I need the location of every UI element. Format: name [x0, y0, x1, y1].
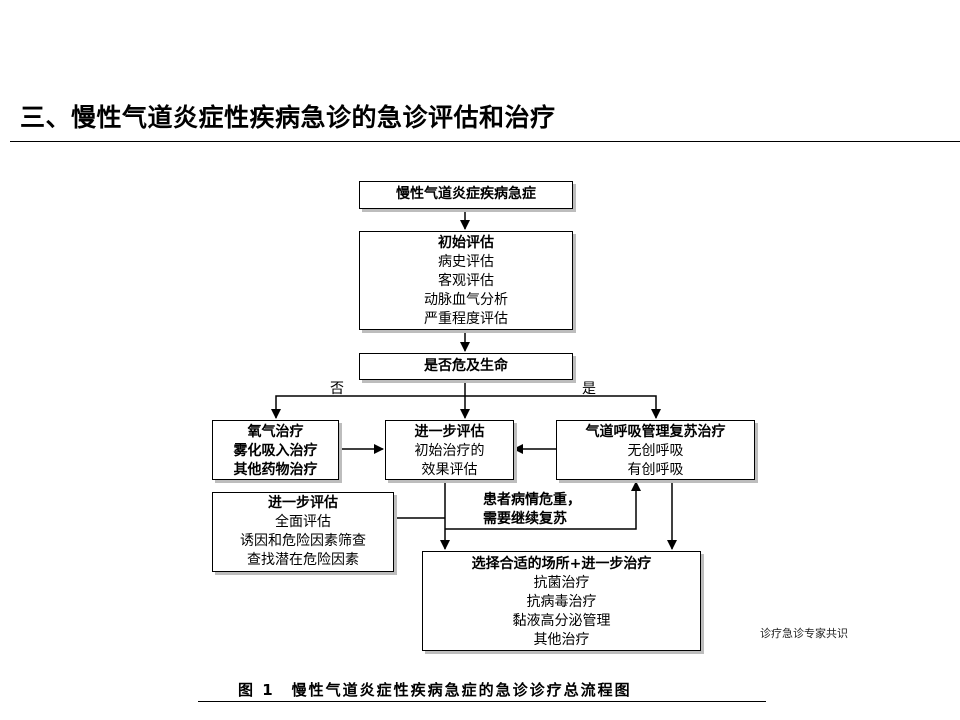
initial-assessment-heading: 初始评估	[438, 235, 494, 251]
further-evaluation-item: 诱因和危险因素筛查	[240, 533, 366, 549]
decision-label: 是否危及生命	[424, 358, 508, 374]
initial-assessment-box: 初始评估 病史评估 客观评估 动脉血气分析 严重程度评估	[359, 231, 573, 330]
final-treatment-item: 黏液高分泌管理	[512, 613, 611, 629]
arrow-yes-branch	[465, 395, 661, 419]
airway-resuscitation-heading: 气道呼吸管理复苏治疗	[585, 424, 726, 440]
start-box-label: 慢性气道炎症疾病急症	[396, 186, 536, 202]
response-evaluation-item: 初始治疗的	[414, 443, 485, 459]
final-treatment-heading: 选择合适的场所+进一步治疗	[471, 556, 652, 572]
critical-note-line: 患者病情危重，	[483, 492, 581, 508]
airway-resuscitation-item: 无创呼吸	[627, 443, 684, 459]
further-evaluation-heading: 进一步评估	[268, 495, 338, 511]
response-evaluation-box: 进一步评估 初始治疗的 效果评估	[385, 420, 514, 480]
initial-item: 严重程度评估	[424, 311, 508, 327]
no-branch-label: 否	[330, 381, 344, 397]
decision-box: 是否危及生命	[359, 353, 573, 380]
further-evaluation-box: 进一步评估 全面评估 诱因和危险因素筛查 查找潜在危险因素	[212, 492, 394, 572]
critical-note: 患者病情危重， 需要继续复苏	[483, 491, 581, 529]
initial-item: 病史评估	[438, 254, 494, 270]
airway-resuscitation-item: 有创呼吸	[627, 462, 684, 478]
source-note: 诊疗急诊专家共识	[760, 627, 848, 640]
response-evaluation-item: 效果评估	[421, 462, 478, 478]
critical-note-line: 需要继续复苏	[483, 511, 567, 527]
start-box: 慢性气道炎症疾病急症	[359, 181, 573, 209]
final-treatment-item: 抗菌治疗	[533, 575, 590, 591]
slide-title: 三、慢性气道炎症性疾病急诊的急诊评估和治疗	[20, 103, 556, 132]
treatment-item: 其他药物治疗	[233, 462, 318, 478]
treatment-item: 氧气治疗	[247, 424, 304, 440]
further-evaluation-item: 全面评估	[275, 514, 331, 530]
treatment-item: 雾化吸入治疗	[233, 443, 318, 459]
initial-item: 动脉血气分析	[424, 292, 508, 308]
further-evaluation-item: 查找潜在危险因素	[247, 552, 359, 568]
yes-branch-label: 是	[582, 381, 596, 397]
figure-caption-text: 图 1 慢性气道炎症性疾病急症的急诊诊疗总流程图	[238, 681, 632, 699]
final-treatment-item: 抗病毒治疗	[526, 594, 597, 610]
final-treatment-box: 选择合适的场所+进一步治疗 抗菌治疗 抗病毒治疗 黏液高分泌管理 其他治疗	[422, 551, 701, 651]
initial-item: 客观评估	[438, 273, 494, 289]
final-treatment-item: 其他治疗	[533, 632, 590, 648]
figure-caption: 图 1 慢性气道炎症性疾病急症的急诊诊疗总流程图	[198, 677, 766, 702]
title-divider	[10, 141, 960, 142]
arrow-critical-back	[445, 481, 641, 530]
response-evaluation-heading: 进一步评估	[414, 424, 485, 440]
airway-resuscitation-box: 气道呼吸管理复苏治疗 无创呼吸 有创呼吸	[556, 420, 755, 480]
arrow-no-branch	[271, 395, 465, 419]
treatment-box: 氧气治疗 雾化吸入治疗 其他药物治疗	[212, 420, 339, 480]
